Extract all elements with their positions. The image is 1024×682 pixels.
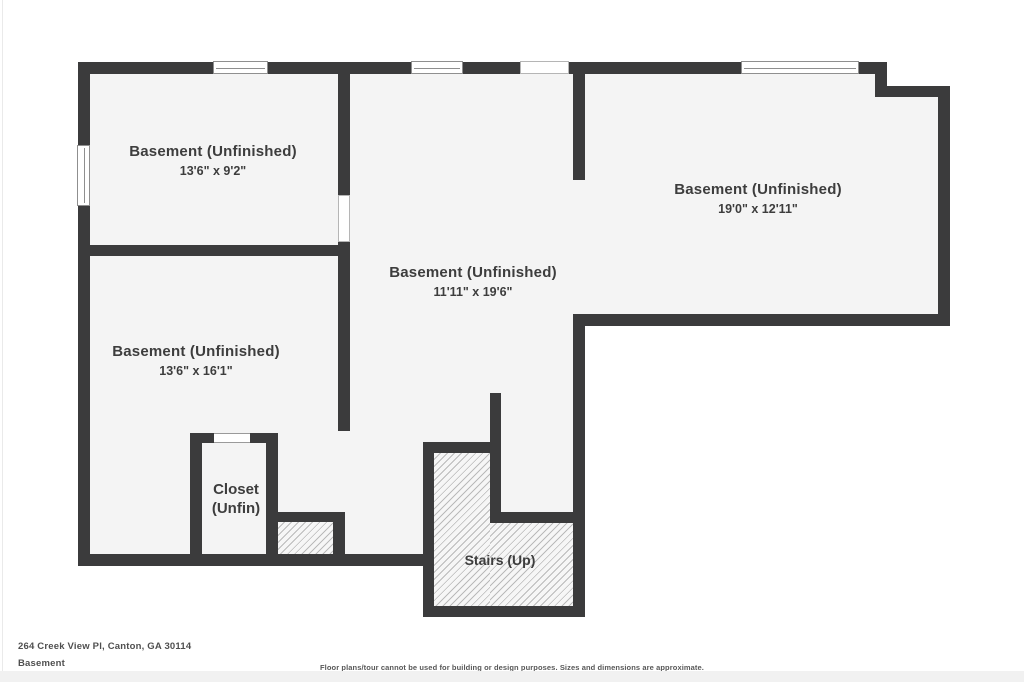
wall-closet-left (190, 433, 202, 566)
floor-east-notch-block (881, 92, 944, 320)
wall-divider-horizontal-west (78, 245, 350, 256)
room-label-basement-nw: Basement (Unfinished) 13'6" x 9'2" (103, 142, 323, 180)
wall-mid-east-upper (573, 62, 585, 180)
wall-closet-right (266, 433, 278, 566)
stairs-hatch-lower-run (490, 523, 574, 606)
room-dims: 19'0" x 12'11" (718, 202, 798, 216)
wall-stairs-left (423, 442, 434, 617)
left-edge-line (2, 0, 3, 682)
wall-stairs-stub-vertical (490, 393, 501, 523)
window-icon-divider-wall (338, 195, 350, 242)
bottom-strip (0, 671, 1024, 682)
footer-address: 264 Creek View Pl, Canton, GA 30114 (18, 641, 192, 652)
window-icon-east-room (741, 61, 859, 74)
wall-mid-east-lower (573, 314, 585, 617)
room-name: Basement (Unfinished) (389, 264, 557, 281)
wall-east-room-bottom (573, 314, 950, 326)
room-label-stairs: Stairs (Up) (425, 552, 575, 569)
room-dims: 13'6" x 16'1" (159, 364, 233, 378)
closet-name: Closet (213, 481, 259, 498)
wall-stairs-bottom (423, 606, 585, 617)
wall-hatch-square-right (333, 512, 345, 566)
wall-divider-vertical-upper (338, 62, 350, 195)
room-label-closet: Closet (Unfin) (186, 480, 286, 518)
stairs-label: Stairs (Up) (464, 552, 536, 568)
under-stairs-hatch-square (278, 522, 333, 554)
window-icon-top-left-room (213, 61, 268, 74)
room-label-basement-east: Basement (Unfinished) 19'0" x 12'11" (648, 180, 868, 218)
wall-right-outer (938, 86, 950, 326)
window-icon-left-wall (77, 145, 90, 206)
room-dims: 13'6" x 9'2" (179, 164, 247, 178)
footer-disclaimer: Floor plans/tour cannot be used for buil… (319, 663, 704, 672)
window-icon-mid-room-left (411, 61, 463, 74)
wall-divider-vertical-lower (338, 242, 350, 431)
room-name: Basement (Unfinished) (112, 343, 280, 360)
floor-east-block (581, 68, 887, 320)
closet-status: (Unfin) (211, 500, 261, 517)
wall-left-outer (78, 62, 90, 566)
wall-top-outer (78, 62, 887, 74)
closet-door-opening (214, 433, 250, 443)
room-label-basement-mid: Basement (Unfinished) 11'11" x 19'6" (363, 263, 583, 301)
wall-bottom-outer (78, 554, 430, 566)
wall-hatch-square-top (278, 512, 345, 522)
wall-stairs-top (423, 442, 501, 453)
room-label-basement-sw: Basement (Unfinished) 13'6" x 16'1" (86, 342, 306, 380)
opening-icon-mid-room-right (520, 61, 569, 74)
wall-stairs-mid-horizontal (490, 512, 585, 523)
wall-top-notch-horizontal (875, 86, 950, 97)
footer-level: Basement (18, 658, 66, 669)
room-dims: 11'11" x 19'6" (433, 285, 513, 299)
room-name: Basement (Unfinished) (129, 143, 297, 160)
room-name: Basement (Unfinished) (674, 181, 842, 198)
stairs-hatch-upper-run (434, 453, 490, 606)
